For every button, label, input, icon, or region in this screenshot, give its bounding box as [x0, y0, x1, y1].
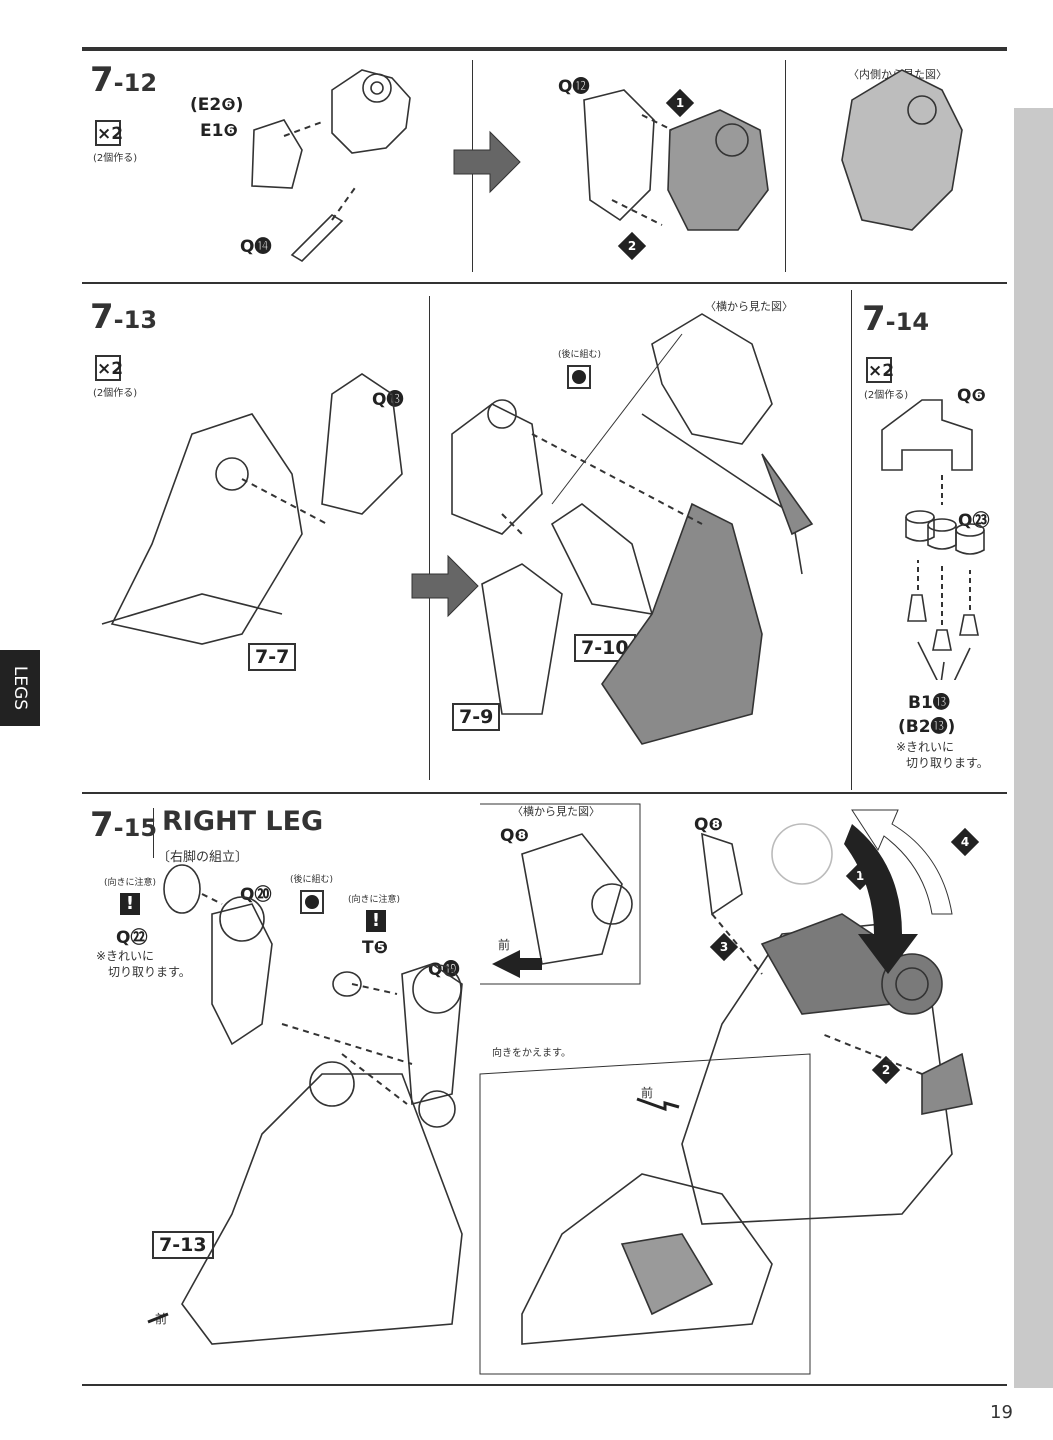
tab-arms[interactable]: ARMS — [10, 386, 30, 436]
orientation-note-t5: (向きに注意) — [348, 895, 401, 905]
cut-cleanly-note: ※きれいに — [96, 949, 155, 963]
part-label-e2: (E2❻) — [190, 95, 244, 115]
top-rule — [82, 47, 1007, 51]
part-label-q14: Q⓮ — [240, 237, 272, 257]
tab-weapons[interactable]: WEAPONS — [10, 1088, 31, 1176]
caution-icon: ! — [366, 910, 386, 932]
bottom-rule — [82, 1384, 1007, 1386]
step-7-15-illustration — [147, 803, 973, 1375]
col-divider-13 — [429, 296, 430, 780]
assemble-later-icon — [300, 890, 324, 914]
tab-parts-list[interactable]: PARTS LIST — [10, 116, 31, 210]
tab-back-pack[interactable]: BACK PACK — [10, 824, 30, 920]
times-two-badge: ×2 — [866, 357, 894, 383]
part-label-b1: B1⓭ — [908, 693, 950, 713]
ref-7-10: 7-10 — [574, 634, 636, 662]
title-separator — [153, 808, 154, 858]
tab-legs[interactable]: LEGS — [0, 650, 40, 726]
orientation-note-q22: (向きに注意) — [104, 878, 157, 888]
make-two-note: (2個作る) — [93, 153, 138, 164]
step-7-13-illustration — [101, 313, 814, 745]
part-label-q12: Q⓬ — [558, 77, 590, 97]
part-label-e1: E1❻ — [200, 121, 238, 141]
times-two-badge: ×2 — [95, 120, 123, 146]
step-7-13-number: 7-13 — [90, 297, 158, 337]
part-label-q22: Q㉒ — [116, 928, 148, 948]
step-7-14-number: 7-14 — [862, 299, 930, 339]
part-label-t5: T❺ — [362, 938, 388, 958]
assemble-later-note: (後に組む) — [290, 875, 334, 885]
section-tabs — [1014, 108, 1053, 1388]
page-number: 19 — [990, 1402, 1013, 1423]
tab-final-assemble[interactable]: FINAL ASSEMBLE — [10, 929, 31, 1075]
part-label-q20: Q⑳ — [240, 885, 272, 905]
part-label-b2: (B2⓭) — [898, 717, 956, 737]
tab-transformation-system[interactable]: TRANSFORMATION SYSTEM — [12, 1189, 29, 1381]
tab-waist[interactable]: WAIST — [10, 583, 31, 637]
cut-cleanly-note-2: 切り取ります。 — [108, 965, 191, 979]
step-7-15-subtitle: 〔右脚の組立〕 — [157, 850, 249, 865]
make-two-note: (2個作る) — [864, 390, 909, 401]
times-two-badge: ×2 — [95, 355, 123, 381]
front-label-2: 前 — [641, 1086, 654, 1100]
make-two-note: (2個作る) — [93, 388, 138, 399]
tab-upper-body[interactable]: UPPER BODY — [10, 453, 31, 563]
col-divider-12b — [785, 60, 786, 272]
step-7-12-number: 7-12 — [90, 60, 158, 100]
front-label-1: 前 — [498, 938, 511, 952]
part-label-q8: Q❽ — [694, 815, 723, 835]
step-7-15-title: RIGHT LEG — [162, 806, 324, 837]
ref-7-13: 7-13 — [152, 1231, 214, 1259]
row2-divider — [82, 792, 1007, 794]
side-view-note: 〈横から見た図〉 — [705, 300, 793, 313]
caution-icon: ! — [120, 893, 140, 915]
cut-cleanly-note-2: 切り取ります。 — [906, 756, 989, 770]
tab-body[interactable]: BODY — [10, 233, 31, 281]
tab-head[interactable]: HEAD — [10, 311, 30, 361]
row1-divider — [82, 282, 1007, 284]
assemble-later-icon — [567, 365, 591, 389]
side-view-note: 〈横から見た図〉 — [512, 805, 600, 818]
step-7-15-number: 7-15 — [90, 805, 158, 845]
part-label-q6: Q❻ — [957, 386, 986, 406]
part-label-q8-side: Q❽ — [500, 826, 529, 846]
step-7-14-illustration — [881, 399, 985, 680]
col-divider-14 — [851, 290, 852, 790]
cut-cleanly-note: ※きれいに — [896, 740, 955, 754]
part-label-q13: Q⓭ — [372, 390, 404, 410]
ref-7-7: 7-7 — [248, 643, 297, 671]
ref-7-9: 7-9 — [452, 703, 501, 731]
step-7-12-illustration — [251, 69, 963, 263]
turn-around-note: 向きをかえます。 — [492, 1048, 571, 1059]
tab-bottom[interactable]: BOTTOM — [10, 737, 31, 811]
assemble-later-note: (後に組む) — [558, 350, 602, 360]
